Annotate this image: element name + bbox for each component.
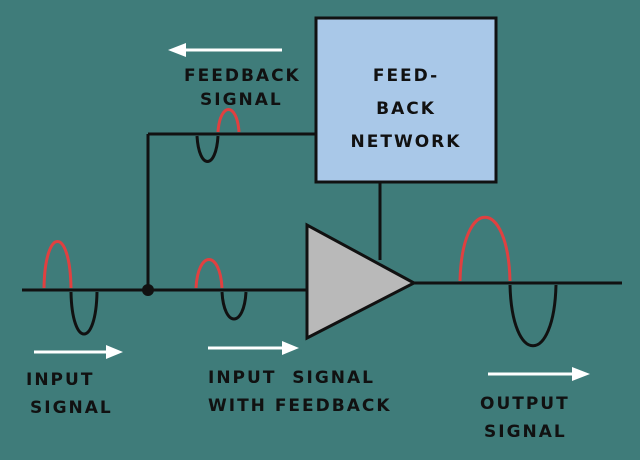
feedback-signal-label-line-1: FEEDBACK: [184, 66, 301, 86]
network-label-line-3: NETWORK: [350, 132, 462, 152]
output-direction-arrow-icon: [488, 367, 590, 381]
input-wave-positive-half: [42, 240, 73, 289]
amplifier-triangle: [305, 222, 418, 341]
input-signal-label-line-2: SIGNAL: [30, 398, 113, 418]
input-direction-arrow-icon: [34, 345, 123, 359]
combined-wave-negative-half: [220, 291, 248, 321]
feedback-network-label: FEED- BACK NETWORK: [316, 60, 496, 159]
network-label-line-1: FEED-: [372, 66, 440, 86]
feedback-direction-arrow-icon: [168, 43, 282, 57]
input-with-feedback-label-line-2: WITH FEEDBACK: [208, 396, 392, 416]
combined-wave-positive-half: [194, 258, 224, 289]
feedback-signal-label-line-2: SIGNAL: [200, 90, 283, 110]
feedback-wave-positive-half: [216, 108, 241, 133]
input-wave-negative-half: [69, 291, 99, 336]
output-signal-label-line-1: OUTPUT: [480, 394, 570, 414]
input-with-feedback-label-line-1: INPUT SIGNAL: [208, 368, 375, 388]
feedback-network-box: [314, 16, 498, 184]
summing-junction-dot: [142, 284, 154, 296]
input-signal-label-line-1: INPUT: [26, 370, 95, 390]
feedback-wave-negative-half: [195, 135, 220, 163]
output-signal-label-line-2: SIGNAL: [484, 422, 567, 442]
output-wave-negative-half: [508, 284, 558, 347]
output-wave-positive-half: [458, 216, 512, 282]
combined-direction-arrow-icon: [208, 341, 299, 355]
network-label-line-2: BACK: [376, 99, 436, 119]
